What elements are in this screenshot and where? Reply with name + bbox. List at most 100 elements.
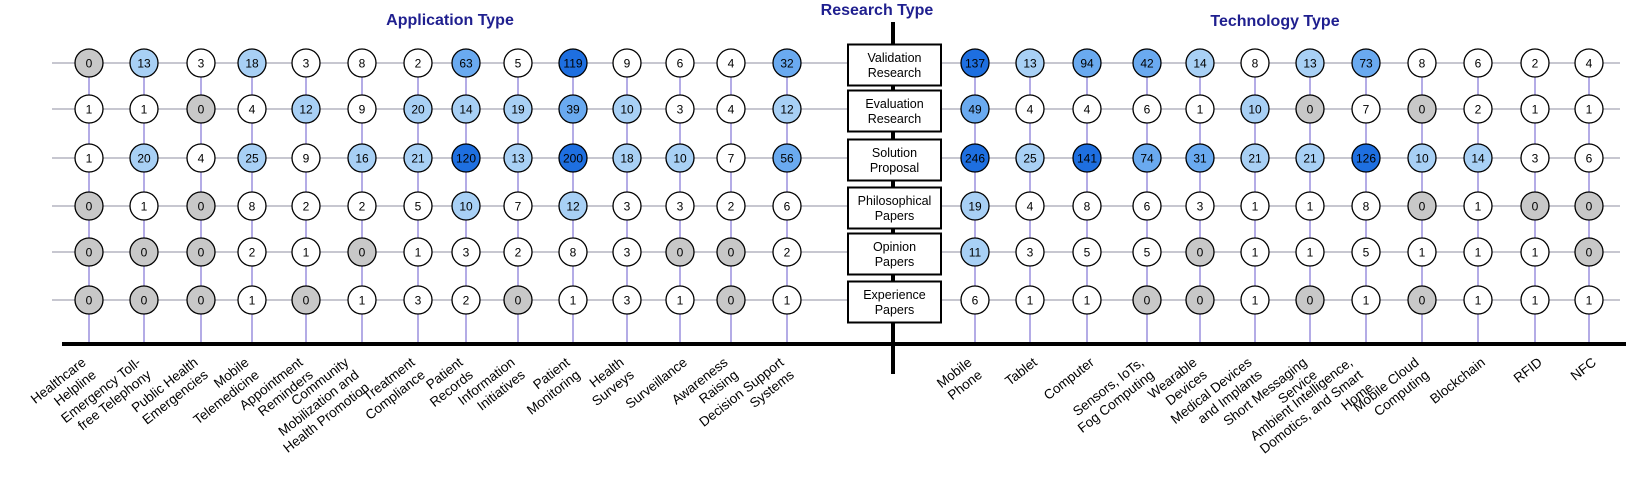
technology-bubble-value: 1 [1252, 246, 1259, 260]
application-bubble-value: 3 [303, 57, 310, 71]
technology-bubble-value: 0 [1419, 294, 1426, 308]
application-bubble-value: 1 [677, 294, 684, 308]
application-bubble-value: 0 [141, 246, 148, 260]
application-bubble-value: 39 [566, 103, 580, 117]
technology-bubble-value: 10 [1248, 103, 1262, 117]
application-bubble [612, 237, 642, 267]
technology-bubble-value: 1 [1363, 294, 1370, 308]
application-bubble-value: 4 [198, 152, 205, 166]
application-bubble-value: 3 [624, 294, 631, 308]
technology-bubble [1574, 285, 1604, 315]
technology-bubble-value: 2 [1532, 57, 1539, 71]
application-bubble-value: 0 [515, 294, 522, 308]
application-bubble-value: 0 [141, 294, 148, 308]
application-bubble [665, 237, 695, 267]
technology-bubble-value: 0 [1419, 103, 1426, 117]
application-bubble-value: 7 [515, 200, 522, 214]
application-bubble [403, 94, 433, 124]
application-bubble [403, 237, 433, 267]
research-type-label: Papers [875, 209, 915, 223]
application-bubble [237, 191, 267, 221]
application-bubble-value: 18 [620, 152, 634, 166]
application-bubble-value: 0 [86, 57, 93, 71]
technology-bubble-value: 1 [1532, 103, 1539, 117]
application-bubble [291, 237, 321, 267]
application-bubble-value: 1 [784, 294, 791, 308]
application-bubble-value: 9 [303, 152, 310, 166]
technology-bubble [1520, 143, 1550, 173]
technology-category-label: Tablet [1002, 354, 1040, 388]
technology-bubble [1072, 237, 1102, 267]
application-bubble [772, 143, 802, 173]
application-bubble [186, 48, 216, 78]
application-bubble [772, 94, 802, 124]
research-type-frame [847, 43, 942, 87]
application-bubble-value: 13 [511, 152, 525, 166]
technology-bubble [1015, 285, 1045, 315]
application-bubble-value: 19 [511, 103, 525, 117]
technology-bubble-value: 6 [1144, 103, 1151, 117]
technology-bubble [1240, 48, 1270, 78]
technology-bubble [1072, 143, 1102, 173]
application-bubble [451, 143, 481, 173]
application-bubble-value: 20 [411, 103, 425, 117]
application-bubble [237, 285, 267, 315]
technology-bubble-value: 1 [1027, 294, 1034, 308]
research-type-label: Papers [875, 255, 915, 269]
technology-bubble-value: 11 [969, 246, 982, 260]
technology-bubble-value: 21 [1303, 152, 1317, 166]
research-type-frame [847, 232, 942, 276]
application-bubble-value: 3 [677, 103, 684, 117]
application-bubble [347, 285, 377, 315]
application-bubble-value: 6 [784, 200, 791, 214]
application-bubble-value: 8 [570, 246, 577, 260]
technology-bubble [1407, 191, 1437, 221]
application-bubble-value: 0 [86, 200, 93, 214]
technology-bubble-value: 14 [1193, 57, 1207, 71]
technology-bubble [1132, 191, 1162, 221]
technology-bubble [1463, 191, 1493, 221]
application-bubble [129, 191, 159, 221]
application-bubble-value: 9 [359, 103, 366, 117]
application-bubble-value: 4 [728, 103, 735, 117]
application-bubble [612, 94, 642, 124]
technology-bubble [1407, 143, 1437, 173]
technology-bubble-value: 3 [1532, 152, 1539, 166]
application-bubble [186, 143, 216, 173]
technology-bubble [1520, 94, 1550, 124]
technology-bubble-value: 6 [1144, 200, 1151, 214]
technology-bubble-value: 141 [1077, 152, 1097, 166]
technology-bubble [1574, 94, 1604, 124]
technology-bubble-value: 21 [1248, 152, 1262, 166]
technology-bubble-value: 0 [1586, 200, 1593, 214]
application-bubble-value: 2 [303, 200, 310, 214]
research-type-label: Solution [872, 146, 917, 160]
application-bubble-value: 1 [359, 294, 366, 308]
application-bubble [716, 94, 746, 124]
technology-bubble-value: 1 [1307, 246, 1314, 260]
research-type-label: Opinion [873, 240, 916, 254]
technology-bubble-value: 6 [1586, 152, 1593, 166]
technology-bubble-value: 4 [1027, 200, 1034, 214]
application-bubble-value: 0 [86, 246, 93, 260]
application-bubble [665, 143, 695, 173]
research-type-frame [847, 138, 942, 182]
technology-bubble-value: 10 [1415, 152, 1429, 166]
technology-bubble [1015, 48, 1045, 78]
research-type-label: Evaluation [865, 97, 923, 111]
technology-bubble [1240, 143, 1270, 173]
technology-bubble [1520, 48, 1550, 78]
application-bubble [558, 94, 588, 124]
application-bubble-value: 6 [677, 57, 684, 71]
application-bubble [503, 94, 533, 124]
technology-bubble [1574, 237, 1604, 267]
technology-bubble [1463, 285, 1493, 315]
technology-bubble-value: 137 [965, 57, 985, 71]
application-bubble-value: 2 [359, 200, 366, 214]
application-bubble [403, 143, 433, 173]
technology-bubble-value: 8 [1363, 200, 1370, 214]
